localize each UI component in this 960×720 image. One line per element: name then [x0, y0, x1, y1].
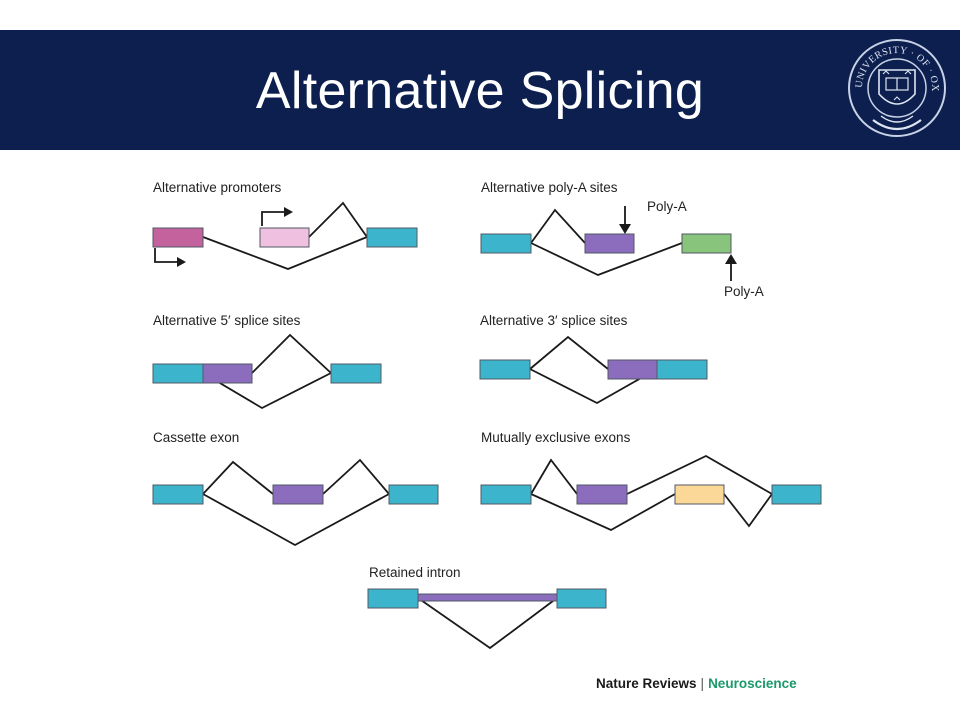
promoter-arrow-1 — [154, 248, 178, 263]
splice-line — [626, 454, 773, 495]
exon-promoter-2 — [259, 227, 310, 248]
exon-constitutive — [152, 363, 204, 384]
splice-line — [202, 460, 274, 495]
exon-constitutive — [388, 484, 439, 505]
promoter-arrow-2 — [261, 211, 285, 226]
credit-journal: Neuroscience — [708, 676, 797, 691]
splice-line — [530, 208, 586, 244]
exon-constitutive — [480, 233, 532, 254]
retained-intron-bar — [417, 593, 558, 602]
credit-publisher: Nature Reviews — [596, 676, 697, 691]
exon-constitutive — [771, 484, 822, 505]
exon-constitutive — [656, 359, 708, 380]
exon-alternative — [202, 363, 253, 384]
slide-title: Alternative Splicing — [255, 62, 705, 120]
exon-constitutive — [330, 363, 382, 384]
splice-line — [530, 458, 578, 495]
splice-line — [529, 368, 658, 405]
panel-label-alternative-5-splice: Alternative 5′ splice sites — [153, 313, 301, 328]
polya-label-bottom: Poly-A — [724, 284, 764, 299]
panel-label-alternative-polya: Alternative poly-A sites — [481, 180, 618, 195]
exon-alternative — [584, 233, 635, 254]
promoter-arrowhead-1 — [177, 257, 186, 267]
title-banner: Alternative Splicing UNIVERSITY · OF · O… — [0, 30, 960, 150]
exon-alternative — [576, 484, 628, 505]
polya-arrowhead-top — [619, 224, 631, 234]
splice-line — [202, 236, 368, 270]
exon-mutex — [674, 484, 725, 505]
splice-line — [723, 493, 773, 528]
polya-arrowhead-bottom — [725, 254, 737, 264]
exon-alternative — [607, 359, 658, 380]
panel-label-mutually-exclusive: Mutually exclusive exons — [481, 430, 631, 445]
splice-line — [308, 201, 368, 238]
source-credit: Nature Reviews|Neuroscience — [596, 676, 797, 691]
credit-separator: | — [700, 676, 705, 691]
splice-line — [202, 493, 390, 547]
polya-label-top: Poly-A — [647, 199, 687, 214]
splice-line — [529, 335, 609, 370]
oxford-crest-logo: UNIVERSITY · OF · OXFORD — [845, 36, 946, 137]
promoter-arrowhead-2 — [284, 207, 293, 217]
exon-constitutive — [480, 484, 532, 505]
panel-label-retained-intron: Retained intron — [369, 565, 461, 580]
panel-label-cassette-exon: Cassette exon — [153, 430, 239, 445]
splice-line — [417, 597, 558, 650]
splice-line — [530, 493, 676, 532]
exon-constitutive — [479, 359, 531, 380]
exon-promoter-1 — [152, 227, 204, 248]
exon-constitutive — [366, 227, 418, 248]
splice-line — [202, 372, 332, 410]
exon-constitutive — [556, 588, 607, 609]
exon-polya — [681, 233, 732, 254]
panel-label-alternative-promoters: Alternative promoters — [153, 180, 282, 195]
panel-label-alternative-3-splice: Alternative 3′ splice sites — [480, 313, 628, 328]
exon-constitutive — [152, 484, 204, 505]
splice-line — [251, 333, 332, 374]
splice-line — [530, 242, 683, 276]
splice-line — [322, 458, 390, 495]
exon-alternative — [272, 484, 324, 505]
exon-constitutive — [367, 588, 419, 609]
